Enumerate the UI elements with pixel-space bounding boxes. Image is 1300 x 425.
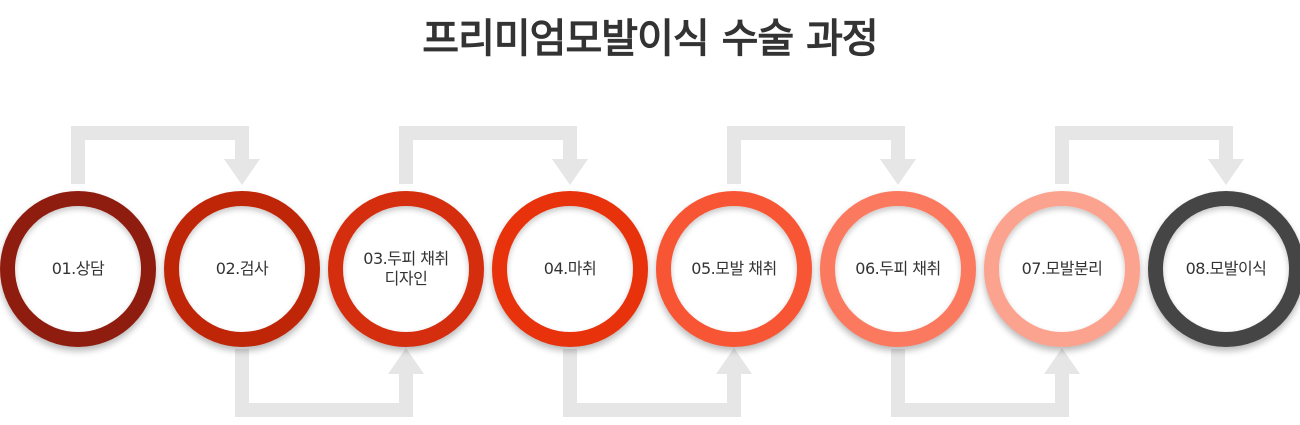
- page-title: 프리미엄모발이식 수술 과정: [422, 16, 878, 62]
- connector-6-line: [891, 349, 1069, 417]
- step-1-label: 01.상담: [51, 259, 105, 278]
- connector-5-arrow-icon: [880, 159, 916, 185]
- step-4-label: 04.마취: [543, 259, 597, 278]
- step-6-label: 06.두피 채취: [855, 259, 941, 278]
- connector-1-arrow-icon: [224, 159, 260, 185]
- step-8-circle: 08.모발이식: [1148, 191, 1300, 347]
- connector-7-arrow-icon: [1208, 159, 1244, 185]
- connector-2-arrow-icon: [388, 348, 424, 374]
- step-4-circle: 04.마취: [492, 191, 648, 347]
- step-5-label: 05.모발 채취: [691, 259, 777, 278]
- step-5-circle: 05.모발 채취: [656, 191, 812, 347]
- connector-5-line: [727, 126, 905, 184]
- step-3-label: 03.두피 채취 디자인: [363, 249, 449, 288]
- step-1-circle: 01.상담: [0, 191, 156, 347]
- step-7-label: 07.모발분리: [1021, 259, 1103, 278]
- step-2-circle: 02.검사: [164, 191, 320, 347]
- connector-7-line: [1055, 126, 1233, 184]
- connector-2-line: [235, 349, 413, 417]
- step-7-circle: 07.모발분리: [984, 191, 1140, 347]
- connector-4-line: [563, 349, 741, 417]
- step-8-label: 08.모발이식: [1185, 259, 1267, 278]
- connector-4-arrow-icon: [716, 348, 752, 374]
- connector-1-line: [71, 126, 249, 184]
- step-2-label: 02.검사: [215, 259, 269, 278]
- step-3-circle: 03.두피 채취 디자인: [328, 191, 484, 347]
- connector-3-arrow-icon: [552, 159, 588, 185]
- step-6-circle: 06.두피 채취: [820, 191, 976, 347]
- connector-6-arrow-icon: [1044, 348, 1080, 374]
- connector-3-line: [399, 126, 577, 184]
